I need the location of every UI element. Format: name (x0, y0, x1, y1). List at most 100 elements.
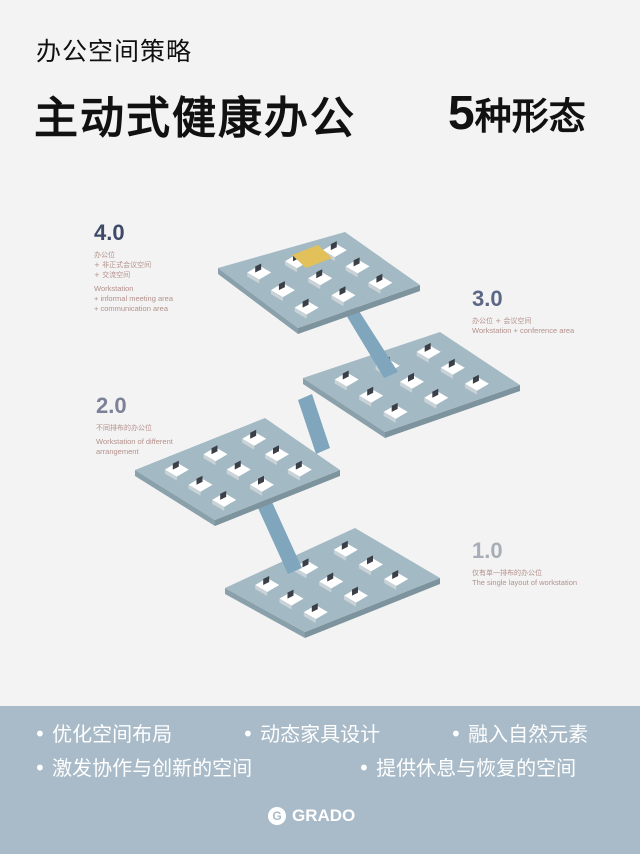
desk-side (345, 266, 358, 278)
monitor (287, 589, 294, 599)
desk-side (226, 469, 239, 481)
desk-side (359, 395, 372, 407)
desk-side (359, 564, 371, 576)
level-zh: 办公位 (94, 251, 115, 259)
desk-side (416, 351, 429, 363)
stairs (258, 502, 302, 574)
platform-side (303, 378, 385, 438)
subtitle: 办公空间策略 (36, 37, 193, 66)
desk-side (279, 598, 292, 610)
level-number: 4.0 (94, 220, 125, 245)
desk-side (464, 383, 477, 395)
desk-side (308, 278, 321, 290)
level-number: 1.0 (472, 538, 503, 563)
monitor (273, 445, 279, 455)
level-en: Workstation (94, 284, 134, 293)
desk-side (333, 549, 346, 561)
bullet-item: • 融入自然元素 (450, 722, 589, 746)
monitor (234, 460, 241, 470)
level-en: + communication area (94, 304, 168, 313)
desk-side (294, 567, 307, 579)
monitor (278, 281, 285, 291)
platform-side (215, 470, 340, 526)
level-en: Workstation of different (96, 437, 173, 446)
desk-side (242, 438, 255, 450)
monitor (302, 558, 309, 568)
platform-side (385, 385, 520, 438)
monitor (258, 475, 264, 485)
monitor (352, 586, 358, 596)
monitor (316, 269, 323, 279)
desk-side (265, 454, 277, 466)
desk-side (368, 282, 381, 294)
bottom-band (0, 706, 640, 854)
level-en: + informal meeting area (94, 294, 173, 303)
level-3-label: 3.0 办公位 + 会议空间 Workstation + conference … (472, 288, 574, 336)
monitor (353, 257, 360, 267)
monitor (472, 374, 479, 384)
desk-side (250, 484, 262, 496)
desk-side (164, 469, 177, 481)
monitor (342, 370, 349, 380)
bullet-item: • 激发协作与创新的空间 (34, 756, 253, 780)
monitor (432, 388, 439, 398)
level-en: Workstation + conference area (472, 326, 575, 335)
desk-side (344, 595, 356, 607)
monitor (196, 475, 203, 485)
level-zh: + 交流空间 (94, 271, 131, 279)
desk-side (270, 290, 283, 302)
desk-side (384, 579, 397, 591)
brand-name: GRADO (292, 806, 356, 825)
forms-heading: 5种形态 (448, 86, 586, 141)
platform-side (305, 578, 440, 638)
bullet-item: • 优化空间布局 (34, 722, 173, 746)
desk-side (383, 411, 396, 423)
monitor (295, 460, 302, 470)
desk-side (334, 379, 347, 391)
forms-label: 种形态 (474, 95, 586, 138)
monitor (341, 540, 348, 550)
level-zh: 不同排布的办公位 (96, 424, 152, 432)
monitor (367, 555, 373, 565)
monitor (172, 460, 179, 470)
level-4-label: 4.0 办公位 + 非正式会议空间 + 交流空间 Workstation+ info… (94, 222, 173, 314)
level-number: 2.0 (96, 393, 127, 418)
level-en: arrangement (96, 447, 139, 456)
monitor (330, 241, 337, 251)
monitor (376, 273, 383, 283)
level-zh: 仅有单一排布的办公位 (472, 569, 542, 577)
desk-side (319, 581, 332, 593)
forms-number: 5 (448, 87, 475, 140)
platform-side (298, 285, 420, 334)
monitor (392, 570, 399, 580)
lounge-furniture (292, 245, 332, 268)
desk-side (255, 585, 268, 597)
desk-side (247, 272, 260, 284)
monitor (263, 576, 270, 586)
desk-side (331, 295, 344, 307)
monitor (255, 263, 262, 273)
desk-side (294, 307, 307, 319)
grado-logo-icon: G (268, 807, 286, 825)
stairs (340, 300, 398, 378)
level-1-label: 1.0 仅有单一排布的办公位 The single layout of work… (472, 540, 577, 588)
bullet-item: • 提供休息与恢复的空间 (358, 756, 577, 780)
desk-side (285, 261, 297, 273)
desk-side (287, 469, 300, 481)
platform-side (135, 470, 215, 526)
monitor (391, 402, 398, 412)
level-number: 3.0 (472, 286, 503, 311)
level-zh: + 非正式会议空间 (94, 261, 152, 269)
platform-side (225, 588, 305, 638)
monitor (220, 490, 227, 500)
monitor (311, 603, 318, 613)
level-zh: 办公位 + 会议空间 (472, 317, 532, 325)
monitor (424, 342, 431, 352)
isometric-office-illustration (135, 232, 520, 638)
desk-side (203, 454, 216, 466)
desk (255, 578, 280, 593)
desk-side (188, 484, 201, 496)
monitor (408, 372, 414, 382)
desk-side (212, 499, 225, 511)
